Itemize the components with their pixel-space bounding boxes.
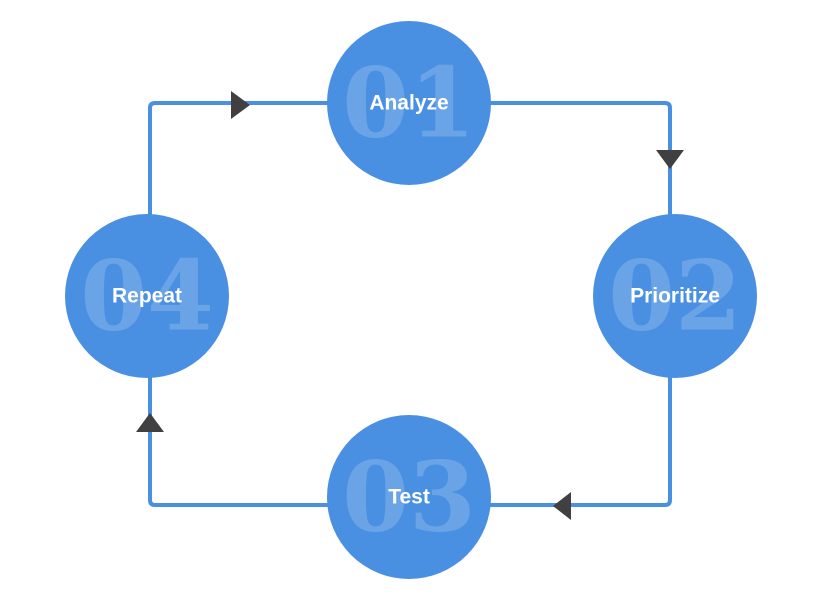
step-node-test: 03 Test: [327, 415, 491, 579]
step-label: Test: [388, 486, 430, 509]
step-number: 04: [80, 240, 214, 353]
step-circle: [327, 21, 491, 185]
step-node-analyze: 01 Analyze: [327, 21, 491, 185]
step-node-repeat: 04 Repeat: [65, 214, 229, 378]
step-circle: [327, 415, 491, 579]
cycle-connector: [148, 101, 672, 507]
arrow-right-icon: [231, 91, 250, 119]
arrow-left-icon: [553, 492, 571, 520]
step-circle: [593, 214, 757, 378]
step-number: 03: [342, 441, 476, 554]
step-label: Analyze: [369, 92, 448, 115]
step-label: Repeat: [112, 285, 182, 308]
step-number: 01: [342, 47, 476, 160]
step-number: 02: [608, 240, 742, 353]
step-circle: [65, 214, 229, 378]
arrow-down-icon: [656, 150, 684, 169]
arrow-up-icon: [136, 413, 164, 432]
step-label: Prioritize: [630, 285, 720, 308]
step-node-prioritize: 02 Prioritize: [593, 214, 757, 378]
